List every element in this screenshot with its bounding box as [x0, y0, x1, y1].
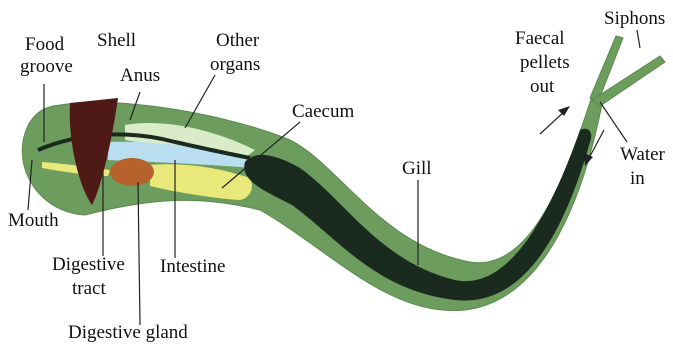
label-caecum: Caecum: [292, 101, 354, 122]
digestive-gland: [110, 158, 154, 186]
label-water-in: Water in: [620, 144, 670, 189]
arrow-faecal-out-icon: [540, 106, 570, 134]
label-shell: Shell: [97, 30, 136, 51]
label-siphons: Siphons: [604, 8, 665, 29]
label-intestine: Intestine: [160, 256, 225, 277]
label-anus: Anus: [120, 65, 160, 86]
label-faecal-pellets-out: Faecal pellets out: [515, 28, 574, 97]
label-digestive-tract: Digestive tract: [52, 254, 130, 299]
leader-water-in: [600, 102, 627, 142]
label-food-groove: Food groove: [20, 34, 73, 77]
label-mouth: Mouth: [8, 210, 59, 231]
label-gill: Gill: [402, 158, 432, 179]
label-digestive-gland: Digestive gland: [68, 322, 188, 343]
label-other-organs: Other organs: [210, 30, 264, 75]
leader-siphons: [637, 30, 640, 48]
